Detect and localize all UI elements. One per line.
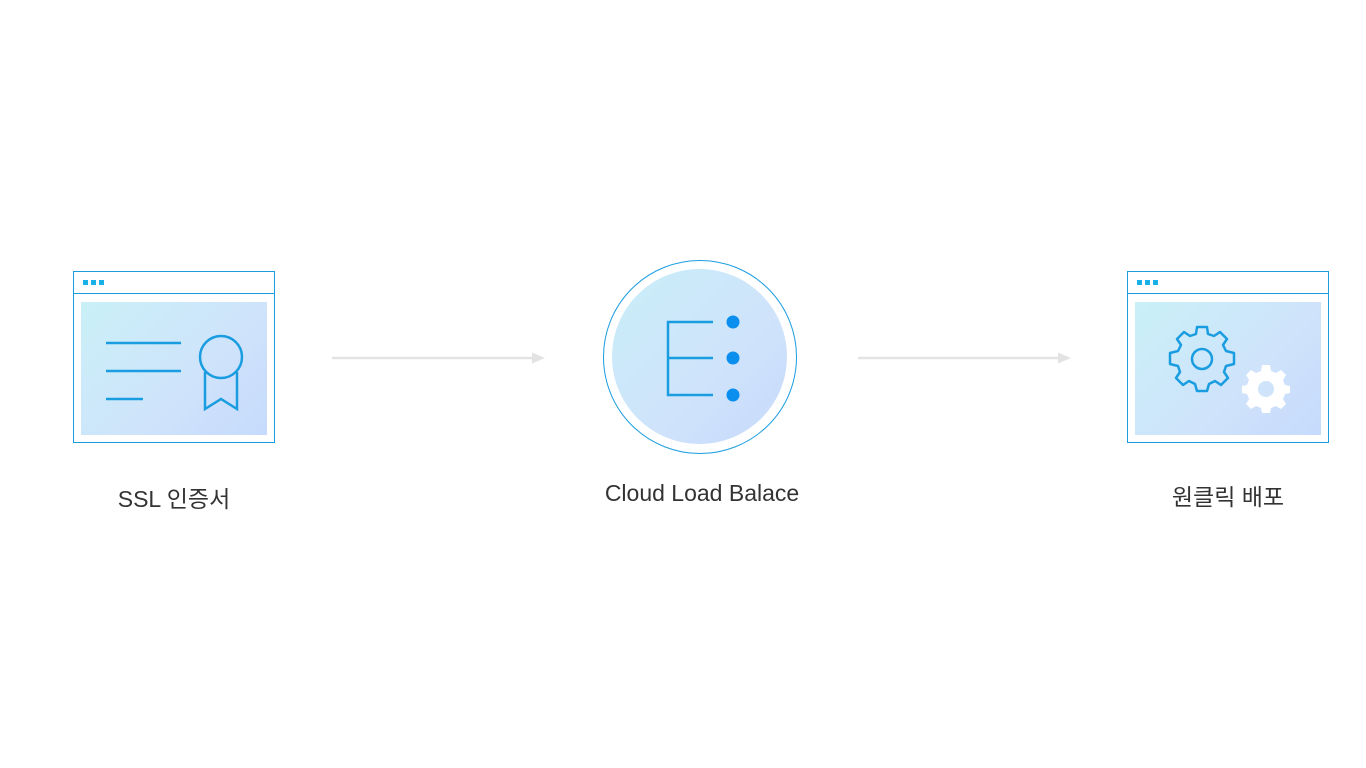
gears-icon [1168, 325, 1290, 413]
ssl-certificate-label: SSL 인증서 [117, 486, 231, 512]
window-dots-icon [83, 280, 104, 285]
arrow-right-icon [332, 352, 545, 364]
load-balancer-label: Cloud Load Balace [604, 480, 800, 506]
certificate-icon [106, 334, 244, 412]
window-pane [1135, 302, 1321, 435]
arrow-right-icon [858, 352, 1071, 364]
window-dots-icon [1137, 280, 1158, 285]
ssl-certificate-window [73, 271, 275, 443]
window-titlebar [74, 272, 274, 294]
load-balancer-icon [666, 315, 740, 402]
window-titlebar [1128, 272, 1328, 294]
load-balancer-inner [612, 269, 787, 444]
window-pane [81, 302, 267, 435]
deploy-window [1127, 271, 1329, 443]
deploy-label: 원클릭 배포 [1171, 484, 1285, 510]
load-balancer-circle [603, 260, 797, 454]
